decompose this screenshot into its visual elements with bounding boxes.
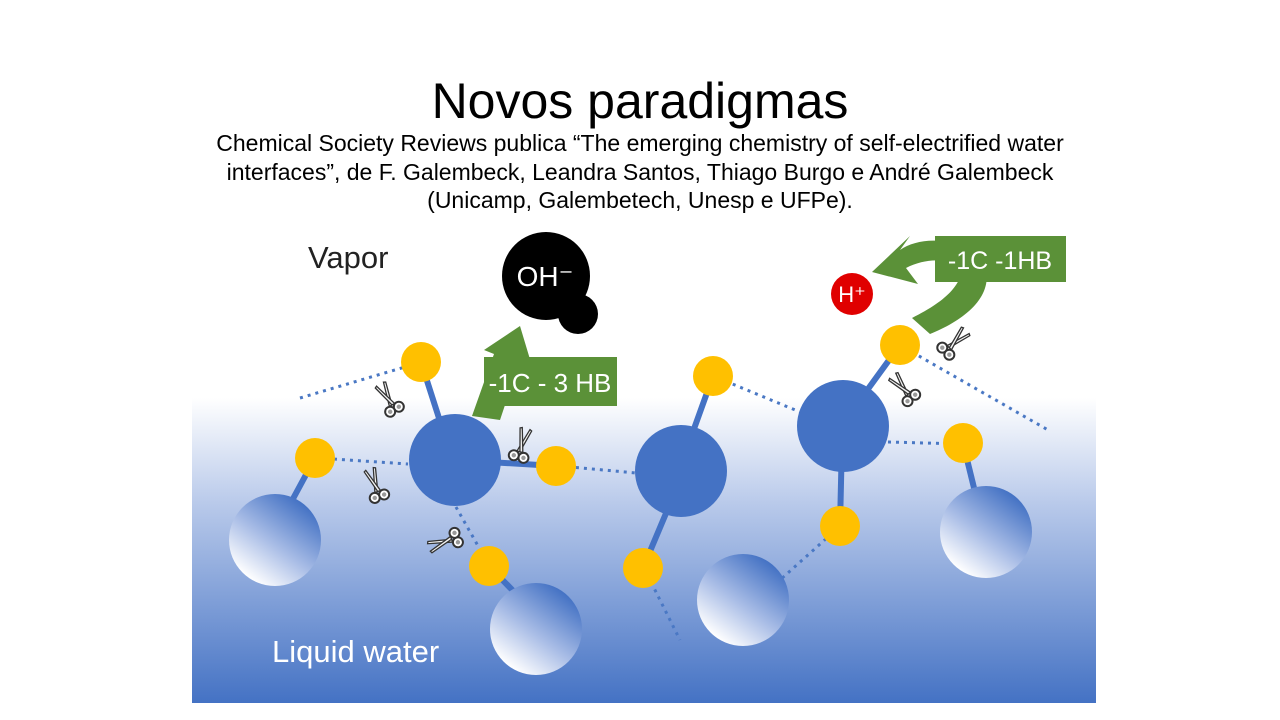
hydrogen-atoms: [295, 325, 983, 588]
arrow-left-label: -1C - 3 HB: [489, 368, 612, 398]
arrow-right: -1C -1HB: [872, 236, 1066, 334]
oxygen-atoms: [409, 380, 889, 517]
scissors-icon: [934, 322, 975, 363]
proton-ion: H⁺: [831, 273, 873, 315]
arrow-left: -1C - 3 HB: [472, 326, 617, 420]
vapor-label: Vapor: [308, 240, 388, 275]
subtitle-line-3: (Unicamp, Galembetech, Unesp e UFPe).: [427, 187, 853, 213]
arrow-right-label: -1C -1HB: [948, 247, 1052, 275]
hydroxide-label: OH⁻: [517, 261, 574, 292]
liquid-water-label: Liquid water: [272, 634, 439, 669]
slide-subtitle: Chemical Society Reviews publica “The em…: [180, 129, 1100, 215]
liquid-water-molecules: [229, 486, 1032, 675]
hydroxide-ion: OH⁻: [502, 232, 598, 334]
slide-title: Novos paradigmas: [431, 73, 849, 129]
subtitle-line-2: interfaces”, de F. Galembeck, Leandra Sa…: [226, 158, 1054, 185]
proton-label: H⁺: [838, 282, 866, 307]
subtitle-line-1: Chemical Society Reviews publica “The em…: [216, 130, 1064, 156]
